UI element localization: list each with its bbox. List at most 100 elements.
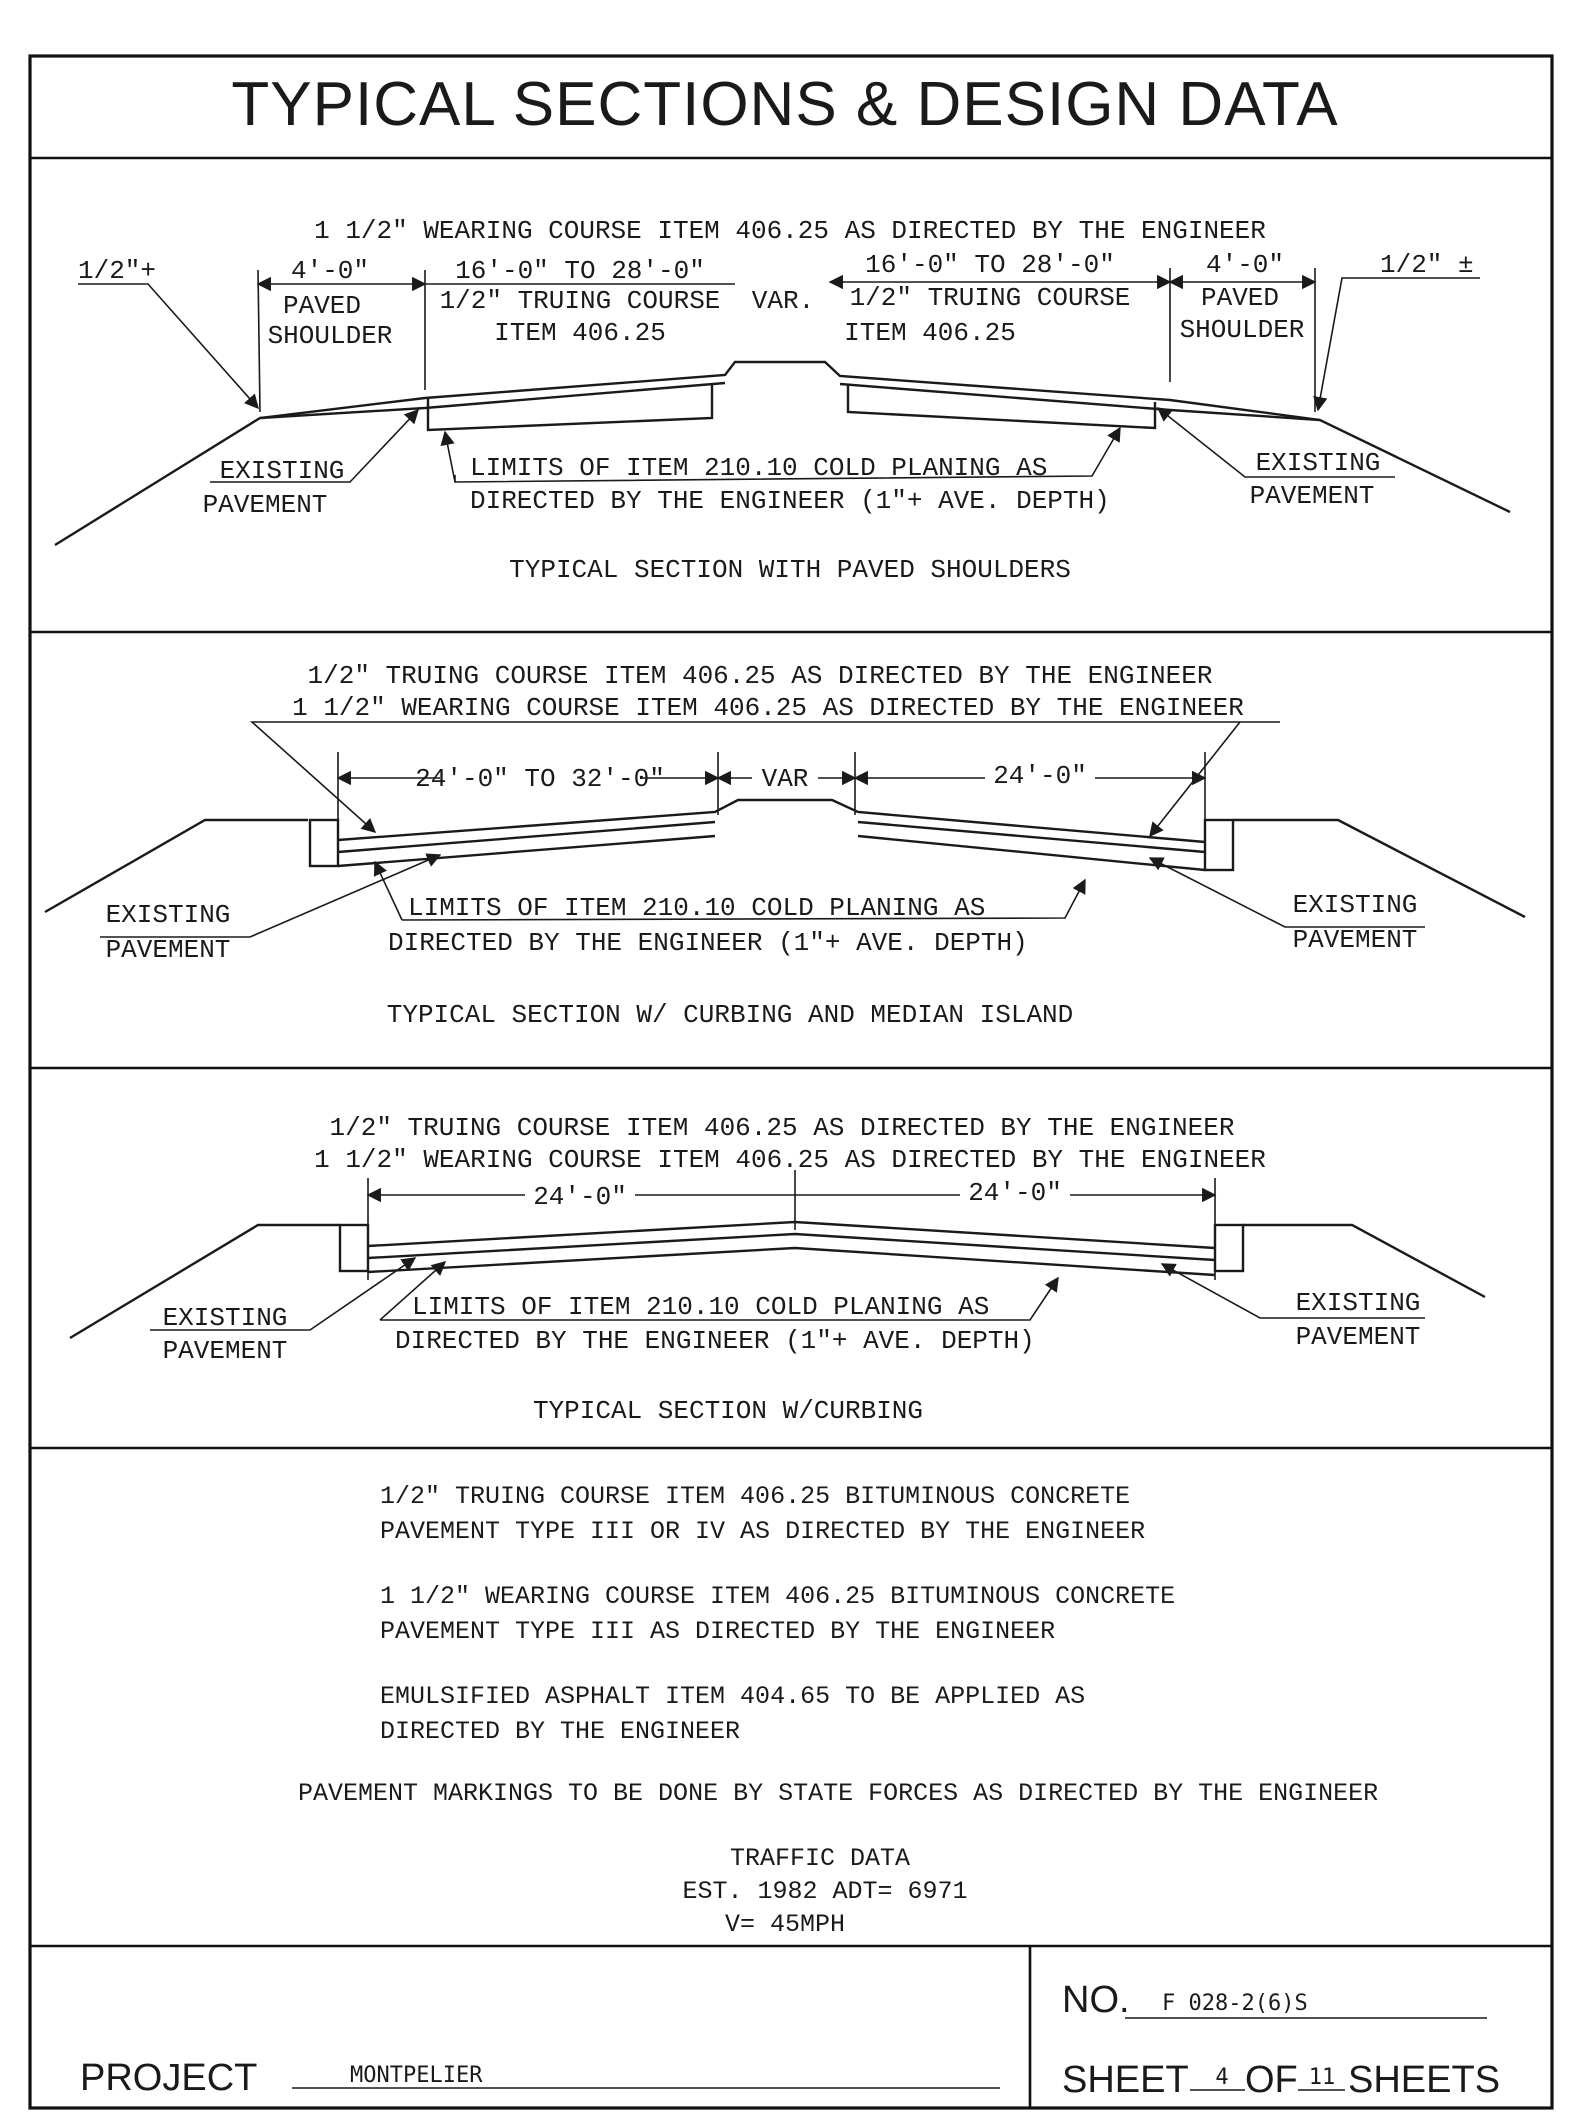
note-truing-2: PAVEMENT TYPE III OR IV AS DIRECTED BY T… [380,1517,1145,1546]
s3-dim-right: 24'-0" [968,1178,1062,1208]
s1-var: VAR. [752,286,814,316]
s2-dim-left-mask [440,760,640,788]
s1-leader-right-small [1313,277,1480,412]
s2-limits-1: LIMITS OF ITEM 210.10 COLD PLANING AS [408,893,985,923]
s2-existing-right-2: PAVEMENT [1293,925,1418,955]
s2-var: VAR [762,764,809,794]
s1-dim-left-small: 1/2"+ [78,256,156,286]
note-emulsified-1: EMULSIFIED ASPHALT ITEM 404.65 TO BE APP… [380,1682,1085,1711]
section-curbing: 1/2" TRUING COURSE ITEM 406.25 AS DIRECT… [69,1113,1486,1426]
s2-dim-var-mask [752,760,818,788]
s1-ext-1 [257,269,261,413]
s1-caption: TYPICAL SECTION WITH PAVED SHOULDERS [509,555,1071,585]
s3-limits-2: DIRECTED BY THE ENGINEER (1"+ AVE. DEPTH… [395,1326,1035,1356]
s3-pavement-top [367,1220,1216,1250]
s1-leader-existing-left [210,408,419,483]
s3-dim-left-mask [525,1180,635,1208]
s2-planing-right [857,834,1206,872]
page-title: TYPICAL SECTIONS & DESIGN DATA [231,70,1338,139]
note-markings: PAVEMENT MARKINGS TO BE DONE BY STATE FO… [298,1779,1378,1808]
s3-wearing-note: 1 1/2" WEARING COURSE ITEM 406.25 AS DIR… [314,1145,1266,1175]
s3-planing [367,1246,1216,1277]
s1-leader-existing-right [1156,407,1395,478]
s1-road-profile [54,360,1511,547]
s1-overlay-left [259,381,726,420]
design-notes: 1/2" TRUING COURSE ITEM 406.25 BITUMINOU… [298,1482,1378,1939]
s1-paved-left-2: SHOULDER [268,321,393,351]
sheet-num: 4 [1215,2065,1228,2090]
s3-curb-right [1213,1223,1245,1273]
s2-pavement-top [337,798,1206,844]
s3-existing-right-1: EXISTING [1296,1288,1421,1318]
s1-existing-right-2: PAVEMENT [1250,481,1375,511]
s1-planing-right [846,384,1157,430]
s3-dim-right-mask [960,1177,1070,1205]
s3-ground-right [1243,1223,1486,1299]
s1-leader-left-small [78,283,259,410]
s3-existing-left-1: EXISTING [163,1303,288,1333]
s1-truing-left-1: 1/2" TRUING COURSE [440,286,721,316]
s1-existing-left-2: PAVEMENT [203,490,328,520]
s1-truing-right-2: ITEM 406.25 [844,318,1016,348]
sheet-border [28,54,1554,2110]
note-truing-1: 1/2" TRUING COURSE ITEM 406.25 BITUMINOU… [380,1482,1130,1511]
s2-leader-limits [401,878,1086,921]
note-wearing-1: 1 1/2" WEARING COURSE ITEM 406.25 BITUMI… [380,1582,1175,1611]
s2-leader-existing-right [1148,857,1425,928]
sheet-label: SHEET [1062,2059,1189,2101]
s1-paved-left-1: PAVED [283,291,361,321]
s2-leader-existing-left [100,853,442,938]
s3-dim-left: 24'-0" [533,1182,627,1212]
s3-leader-limits [380,1276,1059,1321]
title-block: PROJECT MONTPELIER NO. F 028-2(6)S SHEET… [80,1979,1500,2101]
s1-planing-left [426,385,714,432]
traffic-data-title: TRAFFIC DATA [730,1844,910,1873]
s1-truing-right-1: 1/2" TRUING COURSE [850,283,1131,313]
s3-curb-left [338,1223,370,1273]
s1-limits-2: DIRECTED BY THE ENGINEER (1"+ AVE. DEPTH… [470,486,1110,516]
sheets-label: SHEETS [1348,2059,1500,2101]
s1-paved-right-1: PAVED [1201,283,1279,313]
s1-dim-lane-right: 16'-0" TO 28'-0" [865,250,1115,280]
project-label: PROJECT [80,2057,257,2099]
s2-dim-left: 24'-0" TO 32'-0" [415,764,665,794]
project-value: MONTPELIER [350,2063,483,2088]
s1-leader-limits-left [440,430,456,483]
section-paved-shoulders: 1 1/2" WEARING COURSE ITEM 406.25 AS DIR… [54,216,1511,585]
sheet-total: 11 [1309,2065,1336,2090]
s2-existing-left-1: EXISTING [106,900,231,930]
s1-paved-right-2: SHOULDER [1180,315,1305,345]
s2-existing-right-1: EXISTING [1293,890,1418,920]
s2-planing-left [337,834,716,868]
s2-limits-2: DIRECTED BY THE ENGINEER (1"+ AVE. DEPTH… [388,928,1028,958]
s3-truing-note: 1/2" TRUING COURSE ITEM 406.25 AS DIRECT… [330,1113,1235,1143]
s1-existing-left-1: EXISTING [220,456,345,486]
s3-leader-existing-left [150,1257,417,1331]
s1-dim-lane-left: 16'-0" TO 28'-0" [455,256,705,286]
s2-wearing-note: 1 1/2" WEARING COURSE ITEM 406.25 AS DIR… [292,693,1244,723]
section-curbing-median: 1/2" TRUING COURSE ITEM 406.25 AS DIRECT… [44,661,1526,1030]
s2-curb-left [308,818,340,868]
s3-caption: TYPICAL SECTION W/CURBING [533,1396,923,1426]
note-emulsified-2: DIRECTED BY THE ENGINEER [380,1717,740,1746]
s2-ground-left [44,818,308,914]
s2-dim-right-mask [985,760,1095,788]
s1-existing-right-1: EXISTING [1256,448,1381,478]
s1-dim-right-small: 1/2" ± [1380,250,1474,280]
s2-overlay-right [857,820,1206,854]
s3-ground-left [69,1223,340,1340]
no-label: NO. [1062,1979,1130,2021]
s2-overlay-left [337,820,716,854]
s2-existing-left-2: PAVEMENT [106,935,231,965]
traffic-data-adt: EST. 1982 ADT= 6971 [682,1877,967,1906]
no-value: F 028-2(6)S [1162,1991,1308,2016]
s2-wearing-leader-left [249,721,1280,833]
s1-limits-1: LIMITS OF ITEM 210.10 COLD PLANING AS [470,453,1047,483]
traffic-data-speed: V= 45MPH [725,1910,845,1939]
s2-leader-limits-left [373,860,403,921]
s3-existing-right-2: PAVEMENT [1296,1322,1421,1352]
s1-truing-left-2: ITEM 406.25 [494,318,666,348]
of-label: OF [1245,2059,1298,2101]
s3-leader-limits-left [379,1261,447,1321]
